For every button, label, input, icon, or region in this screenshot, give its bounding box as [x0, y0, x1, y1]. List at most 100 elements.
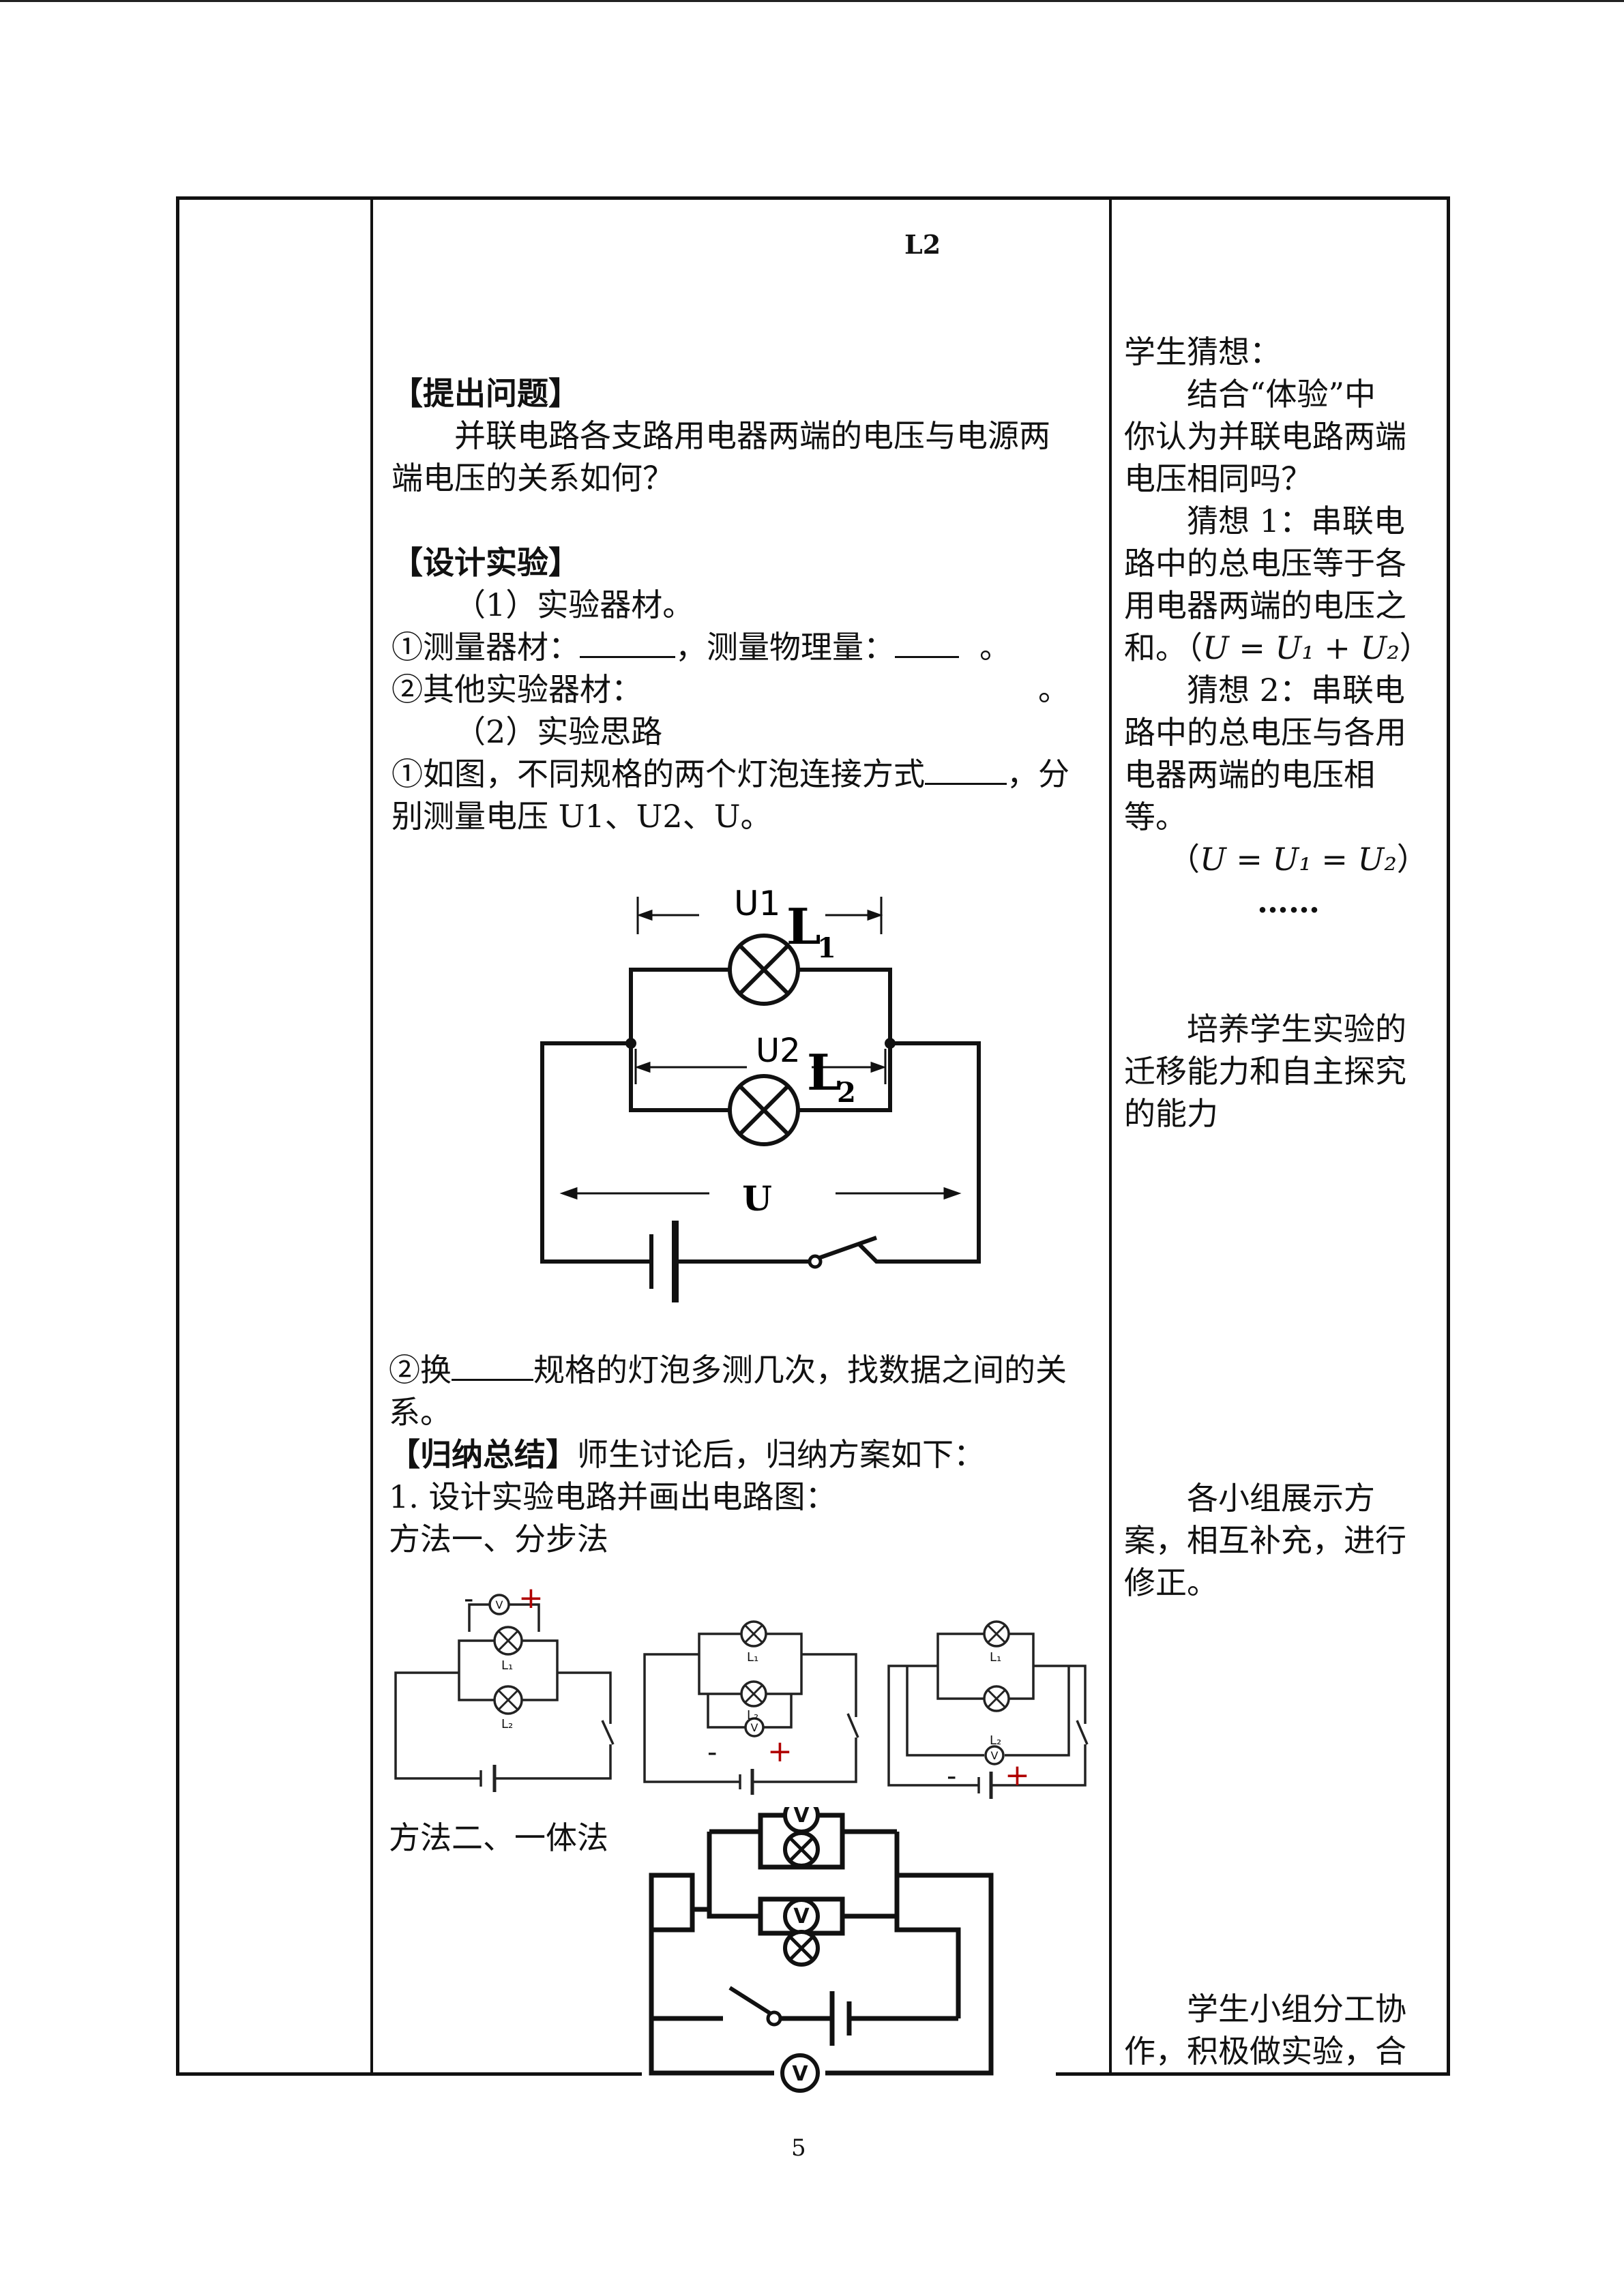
idea2-prefix: ②换: [389, 1352, 452, 1388]
blank-different: [452, 1352, 533, 1381]
label-u: U: [742, 1178, 772, 1219]
label-u1: U1: [734, 884, 780, 923]
hypothesis-1-line-2: 路中的总电压等于各: [1124, 545, 1406, 582]
equip-a-end: 。: [979, 629, 1011, 666]
equip-a-prefix: ①测量器材：: [392, 629, 580, 666]
diagram-label-l2: L2: [904, 229, 941, 260]
small-v-2: V: [751, 1721, 758, 1734]
small-plus-3: +: [1005, 1758, 1030, 1793]
right-column: 学生猜想： 结合“体验”中 你认为并联电路两端 电压相同吗？ 猜想 1：串联电 …: [1124, 331, 1431, 923]
hypothesis-1-line-4: 和。（U = U₁ + U₂）: [1124, 627, 1431, 669]
goal-line-2: 迁移能力和自主探究: [1124, 1053, 1406, 1090]
goal-line-3: 的能力: [1124, 1095, 1218, 1132]
small-l1-c: L₁: [990, 1650, 1001, 1665]
guess-line-2: 你认为并联电路两端: [1124, 418, 1406, 455]
int-voltmeter-1: V: [793, 1807, 810, 1828]
hypothesis-1-line-1: 猜想 1：串联电: [1187, 503, 1405, 539]
stepwise-circuits: V V V L₁ L₂ L₁ L₂ L₁ L₂ - - - + + +: [394, 1581, 1089, 1799]
label-l2-letter: L: [807, 1043, 842, 1101]
guess-title: 学生猜想：: [1124, 333, 1281, 370]
summary-line: 【归纳总结】师生讨论后，归纳方案如下：: [389, 1433, 1105, 1476]
h2-formula: U = U₁ = U₂: [1200, 841, 1397, 878]
small-v-3: V: [991, 1749, 999, 1762]
table-top-border: [176, 196, 1450, 200]
hypothesis-2-line-2: 路中的总电压与各用: [1124, 714, 1406, 751]
right-group-show: 各小组展示方 案，相互补充，进行 修正。: [1124, 1477, 1424, 1604]
show-line-3: 修正。: [1124, 1564, 1218, 1601]
right-goal: 培养学生实验的 迁移能力和自主探究 的能力: [1124, 1008, 1424, 1135]
col-divider-1: [370, 196, 373, 2076]
equipment-line-b: ②其他实验器材： 。: [392, 668, 1108, 711]
page-number: 5: [791, 2134, 806, 2162]
small-l2-a: L₂: [501, 1717, 513, 1731]
h1-prefix: 和。（: [1124, 629, 1202, 666]
table-bottom-border-left: [176, 2072, 642, 2076]
h1-formula: U = U₁ + U₂: [1202, 629, 1400, 666]
middle-column-text-bottom: ②换规格的灯泡多测几次，找数据之间的关 系。 【归纳总结】师生讨论后，归纳方案如…: [389, 1349, 1105, 1560]
blank-quantity: [895, 629, 959, 658]
goal-line-1: 培养学生实验的: [1187, 1011, 1406, 1047]
work-line-2: 作，积极做实验，合: [1124, 2033, 1406, 2070]
equip-a-mid: ，测量物理量：: [675, 629, 895, 666]
idea-2-line-1: ②换规格的灯泡多测几次，找数据之间的关: [389, 1349, 1105, 1391]
hypothesis-1-line-3: 用电器两端的电压之: [1124, 587, 1406, 624]
question-line-2: 端电压的关系如何？: [392, 460, 674, 496]
blank-connection: [925, 756, 1007, 785]
int-voltmeter-2: V: [793, 1905, 810, 1928]
blank-instrument: [580, 629, 675, 658]
equip-b-prefix: ②其他实验器材：: [392, 671, 643, 708]
small-circuit-1: [394, 1594, 615, 1792]
page-top-rule: [0, 0, 1624, 2]
table-bottom-border-right: [1056, 2072, 1450, 2076]
small-minus-3: -: [947, 1761, 956, 1792]
small-minus-2: -: [707, 1737, 717, 1768]
raise-question-heading: 【提出问题】: [392, 375, 580, 412]
method-2-label: 方法二、一体法: [389, 1819, 608, 1856]
small-v-1: V: [496, 1598, 503, 1611]
ellipsis: ……: [1257, 883, 1320, 920]
idea1-end: ，分: [1007, 756, 1069, 792]
guess-line-3: 电压相同吗？: [1124, 460, 1312, 497]
label-l2-sub: 2: [837, 1077, 856, 1109]
show-line-2: 案，相互补充，进行: [1124, 1522, 1406, 1559]
method-1-label: 方法一、分步法: [389, 1521, 608, 1557]
h2-prefix: （: [1168, 841, 1200, 878]
work-line-1: 学生小组分工协: [1187, 1991, 1406, 2027]
small-l2-b: L₂: [747, 1708, 758, 1723]
equip-b-end: 。: [1038, 671, 1069, 708]
show-line-1: 各小组展示方: [1187, 1480, 1375, 1517]
small-plus-1: +: [518, 1581, 544, 1615]
lamp-l1: [728, 934, 800, 1006]
lesson-table: [176, 196, 1450, 2076]
h2-suffix: ）: [1396, 841, 1428, 878]
table-left-border: [176, 196, 179, 2076]
summary-heading: 【归纳总结】: [389, 1436, 577, 1473]
item-equipment: （1）实验器材。: [454, 586, 694, 623]
item-idea: （2）实验思路: [454, 713, 663, 750]
right-group-work: 学生小组分工协 作，积极做实验，合: [1124, 1988, 1424, 2072]
method-2-block: 方法二、一体法: [389, 1817, 608, 1859]
idea-line-2: 别测量电压 U1、U2、U。: [392, 798, 772, 835]
question-line-1: 并联电路各支路用电器两端的电压与电源两: [454, 417, 1050, 454]
summary-text: 师生讨论后，归纳方案如下：: [577, 1436, 985, 1473]
integrated-circuit-diagram: V V V: [649, 1807, 994, 2093]
small-l1-b: L₁: [747, 1650, 758, 1665]
idea1-prefix: ①如图，不同规格的两个灯泡连接方式: [392, 756, 925, 792]
hypothesis-2-line-3: 电器两端的电压相: [1124, 756, 1375, 793]
label-l1-letter: L: [786, 897, 821, 955]
hypothesis-2-line-4: 等。: [1124, 799, 1187, 835]
table-right-border: [1447, 196, 1450, 2076]
small-plus-2: +: [767, 1734, 793, 1769]
col-divider-2: [1109, 196, 1112, 2076]
guess-line-1: 结合“体验”中: [1187, 376, 1376, 413]
step-1: 1. 设计实验电路并画出电路图：: [389, 1478, 837, 1515]
hypothesis-2-formula: （U = U₁ = U₂）: [1124, 838, 1428, 880]
label-l1-sub: 1: [817, 932, 836, 964]
small-minus-1: -: [464, 1583, 473, 1615]
int-voltmeter-total: V: [792, 2062, 808, 2086]
hypothesis-2-line-1: 猜想 2：串联电: [1187, 672, 1405, 709]
middle-column-text-top: 【提出问题】 并联电路各支路用电器两端的电压与电源两 端电压的关系如何？ 【设计…: [392, 372, 1108, 837]
small-circuit-3: [887, 1620, 1089, 1799]
equipment-line-a: ①测量器材： ，测量物理量： 。: [392, 626, 1108, 668]
small-l1-a: L₁: [501, 1658, 513, 1673]
